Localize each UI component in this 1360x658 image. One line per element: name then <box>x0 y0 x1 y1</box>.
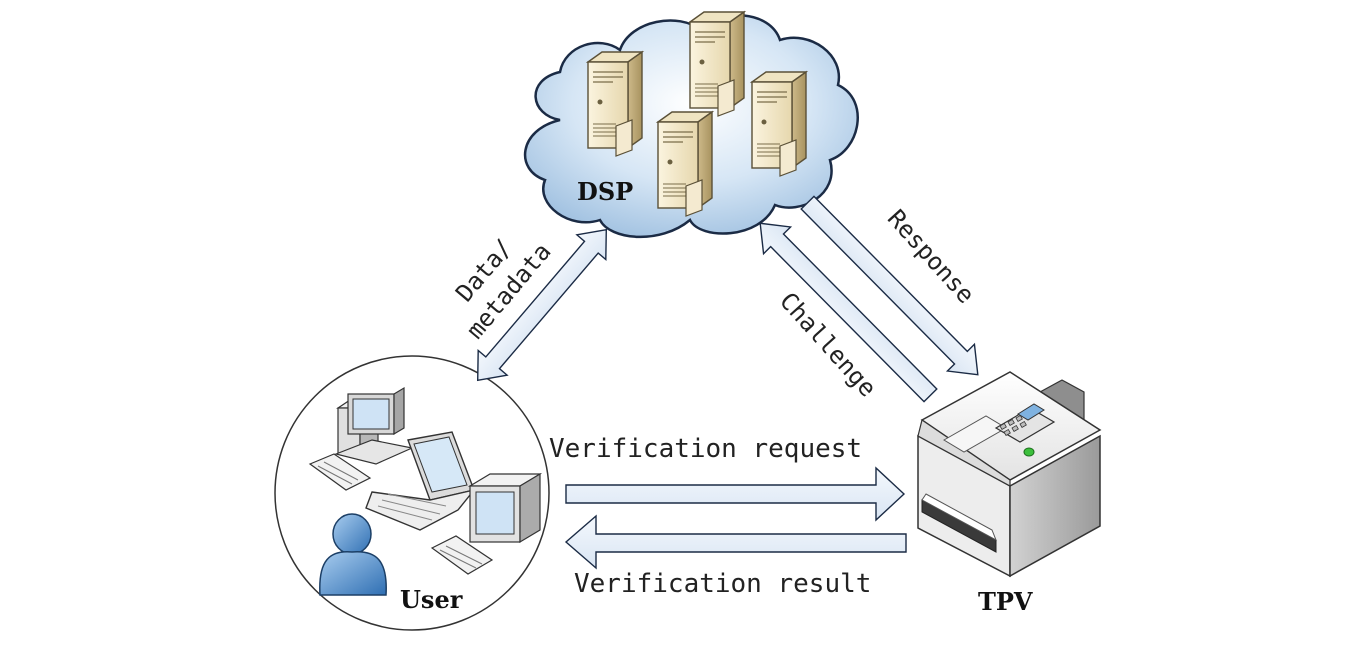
response-arrow <box>800 195 979 376</box>
server-icon <box>751 71 807 177</box>
person-icon <box>319 513 387 596</box>
tpv-node: TPV <box>917 371 1102 616</box>
data-metadata-arrow <box>476 228 608 382</box>
dsp-label: DSP <box>577 177 633 206</box>
server-icon <box>689 11 745 117</box>
tpv-label: TPV <box>978 587 1033 616</box>
verification-request-arrow <box>565 466 906 522</box>
server-icon <box>657 111 713 217</box>
challenge-arrow <box>759 222 938 403</box>
keyboard-icon <box>430 535 494 575</box>
printer-icon <box>917 371 1102 578</box>
desktop-computer-icon <box>334 386 414 465</box>
data-metadata-label: Data/ metadata <box>450 234 556 345</box>
laptop-icon <box>365 431 476 531</box>
verification-request-label: Verification request <box>549 434 862 464</box>
dsp-node: DSP <box>523 11 859 239</box>
keyboard-icon <box>308 453 372 491</box>
verification-result-arrow <box>564 514 907 570</box>
monitor-icon <box>467 472 543 544</box>
user-label: User <box>400 585 463 614</box>
server-icon <box>587 51 643 157</box>
user-node: User <box>274 355 550 631</box>
verification-result-label: Verification result <box>574 569 871 599</box>
